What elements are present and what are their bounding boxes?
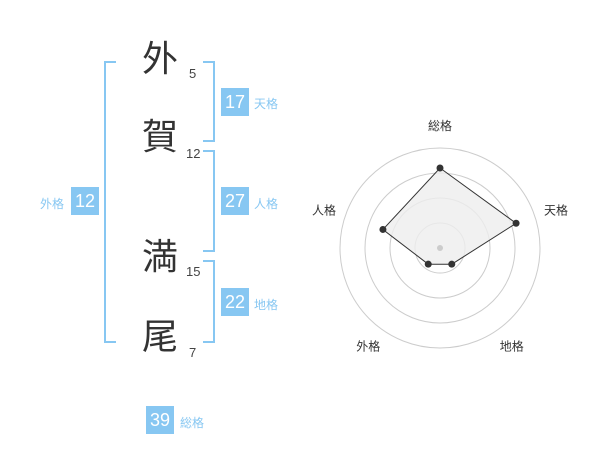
radar-axis-label-3: 地格 bbox=[500, 339, 524, 354]
jinkaku-label: 人格 bbox=[254, 197, 279, 211]
radar-point-5 bbox=[379, 225, 387, 233]
name-char-4: 尾 bbox=[142, 317, 179, 358]
chikaku-value: 22 bbox=[221, 288, 249, 316]
soukaku-value: 39 bbox=[146, 406, 174, 434]
radar-axis-label-2: 天格 bbox=[544, 202, 568, 217]
radar-points bbox=[379, 164, 520, 268]
name-char-2: 賀 bbox=[142, 117, 179, 158]
radar-axis-label-5: 人格 bbox=[312, 202, 336, 217]
name-panel: 外 5 賀 12 満 15 尾 7 17 天格 27 人格 22 地格 外格 1… bbox=[40, 39, 279, 434]
radar-point-4 bbox=[424, 260, 432, 268]
radar-axis-label-4: 外格 bbox=[356, 339, 380, 354]
stroke-count-4: 7 bbox=[189, 345, 197, 360]
gaikaku-bracket bbox=[104, 61, 116, 343]
radar-area bbox=[382, 167, 517, 265]
chikaku-label: 地格 bbox=[254, 298, 279, 312]
soukaku-label: 総格 bbox=[180, 416, 205, 430]
radar-point-3 bbox=[448, 260, 456, 268]
stroke-count-2: 12 bbox=[186, 146, 201, 161]
name-char-3: 満 bbox=[142, 237, 179, 278]
stroke-count-3: 15 bbox=[186, 264, 201, 279]
radar-center-dot bbox=[437, 245, 443, 251]
tenkaku-label: 天格 bbox=[254, 97, 279, 111]
jinkaku-value: 27 bbox=[221, 187, 249, 215]
gaikaku-value: 12 bbox=[71, 187, 99, 215]
radar-point-2 bbox=[512, 219, 520, 227]
radar-point-1 bbox=[436, 164, 444, 172]
stroke-count-1: 5 bbox=[189, 66, 197, 81]
radar-axis-label-1: 総格 bbox=[428, 118, 452, 133]
gaikaku-label: 外格 bbox=[40, 197, 65, 211]
jinkaku-bracket bbox=[203, 150, 215, 252]
tenkaku-bracket bbox=[203, 61, 215, 142]
tenkaku-value: 17 bbox=[221, 88, 249, 116]
radar-ring-4 bbox=[339, 147, 541, 349]
name-char-1: 外 bbox=[142, 39, 179, 80]
chikaku-bracket bbox=[203, 260, 215, 343]
